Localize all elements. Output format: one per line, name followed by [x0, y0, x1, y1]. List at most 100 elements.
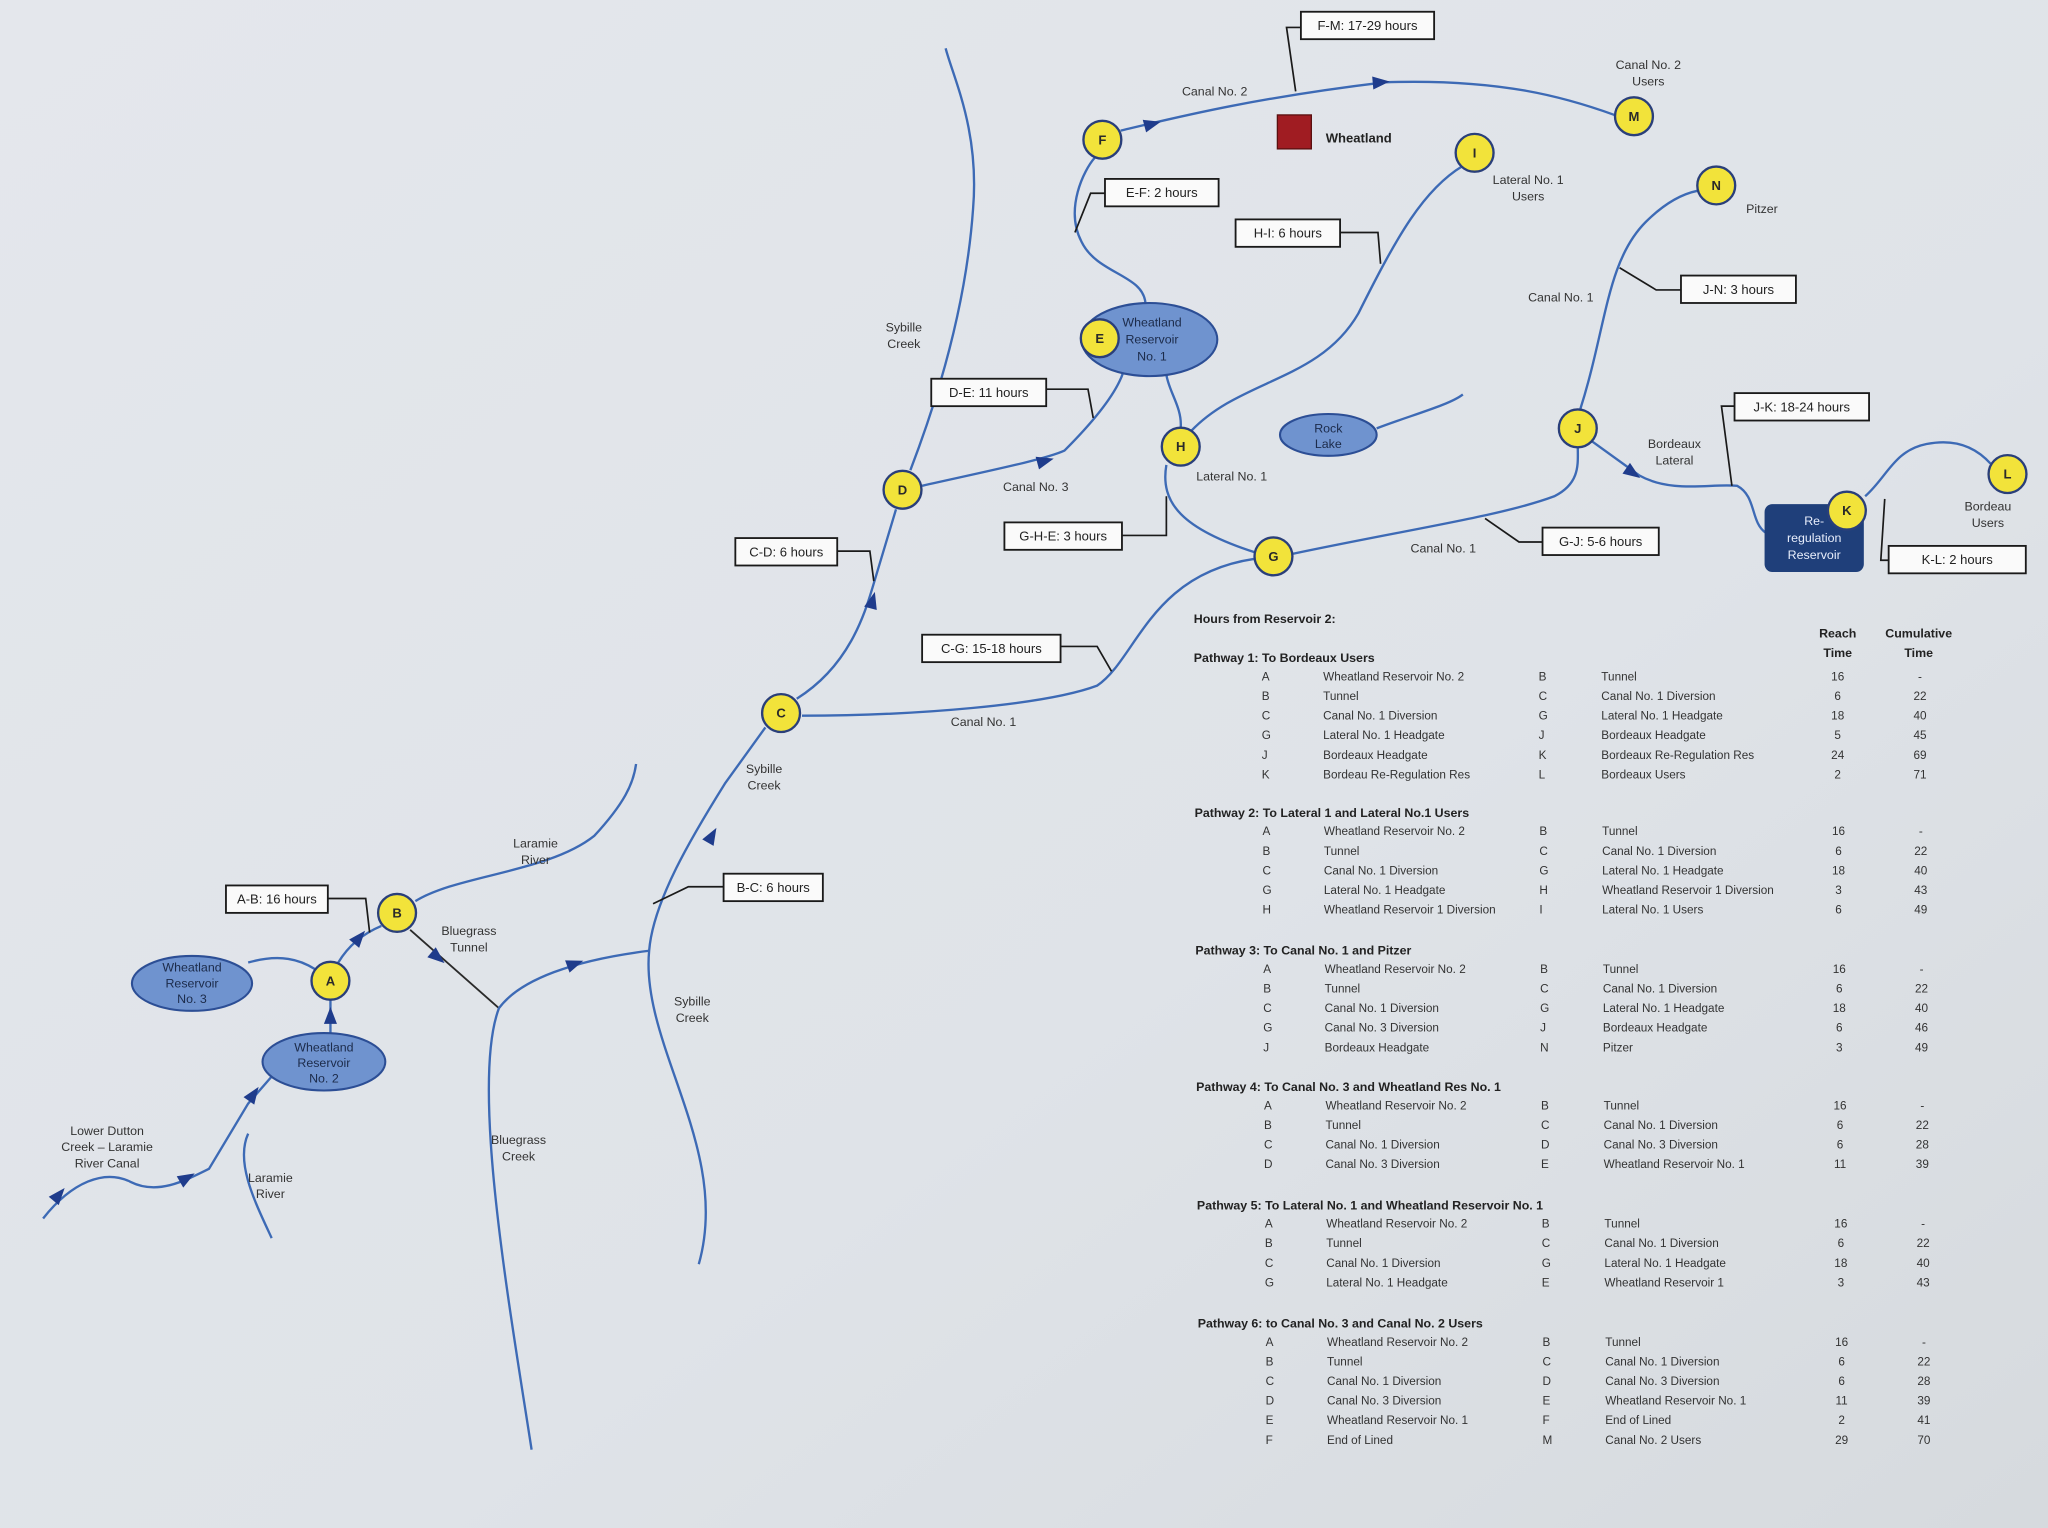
res3-to-a: [247, 956, 316, 971]
from-node: J: [1262, 749, 1268, 762]
from-name: Wheatland Reservoir No. 1: [1327, 1414, 1468, 1427]
cumulative-time: 22: [1914, 845, 1927, 858]
to-name: Tunnel: [1604, 1218, 1640, 1231]
to-name: Canal No. 1 Diversion: [1604, 1237, 1718, 1250]
lateral-1-h-to-i: [1190, 164, 1464, 432]
to-name: Tunnel: [1602, 825, 1638, 838]
to-node: E: [1542, 1276, 1550, 1289]
node-label: H: [1176, 439, 1185, 454]
from-node: C: [1262, 710, 1271, 723]
label-pitzer: Pitzer: [1746, 202, 1778, 216]
res3-label: Reservoir: [165, 976, 218, 990]
reach-time: 16: [1831, 670, 1845, 683]
cumulative-time: 70: [1917, 1434, 1931, 1447]
reach-time: 3: [1836, 1041, 1843, 1054]
label-bordeau-users: Users: [1972, 516, 2004, 530]
from-node: B: [1262, 690, 1270, 703]
wheatland-reservoir-3: Wheatland Reservoir No. 3: [130, 954, 254, 1012]
to-name: Lateral No. 1 Headgate: [1602, 864, 1724, 877]
to-node: D: [1541, 1139, 1550, 1152]
label-sybille-top: Sybille: [886, 321, 923, 335]
node-j: J: [1557, 408, 1598, 449]
leader-kl: [1879, 498, 1889, 562]
leader-ef: [1074, 192, 1105, 233]
pathway-title: Pathway 2: To Lateral 1 and Lateral No.1…: [1195, 806, 1470, 820]
node-b: B: [376, 892, 418, 933]
node-label: A: [326, 973, 336, 988]
label-canal1-mid: Canal No. 1: [1411, 541, 1477, 555]
to-node: C: [1539, 690, 1548, 703]
laramie-river-lower: [242, 1133, 273, 1239]
res1-label: Wheatland: [1122, 315, 1181, 329]
to-node: K: [1539, 749, 1547, 762]
node-e: E: [1079, 318, 1120, 359]
to-name: Bordeaux Headgate: [1601, 729, 1706, 742]
cumulative-time: 49: [1915, 1041, 1928, 1054]
to-name: Canal No. 3 Diversion: [1604, 1139, 1718, 1152]
label-sybille-mid: Creek: [748, 778, 782, 792]
cumulative-time: 41: [1917, 1414, 1930, 1427]
to-name: Canal No. 2 Users: [1605, 1434, 1701, 1447]
from-node: D: [1264, 1158, 1273, 1171]
reach-time: 6: [1835, 845, 1842, 858]
lower-dutton-canal: [42, 1072, 276, 1220]
reach-time: 6: [1836, 1022, 1843, 1035]
reach-time-header: Reach: [1819, 626, 1856, 640]
label-bordeaux-lateral: Lateral: [1656, 453, 1694, 467]
reach-time: 2: [1834, 768, 1841, 781]
table-title: Hours from Reservoir 2:: [1194, 612, 1336, 626]
to-node: L: [1539, 768, 1546, 781]
label-laramie-lower: River: [256, 1187, 285, 1201]
to-node: G: [1539, 710, 1548, 723]
to-node: G: [1540, 1002, 1549, 1015]
to-node: C: [1539, 845, 1548, 858]
reach-time: 6: [1838, 1355, 1845, 1368]
canal-1-c-to-g: [801, 557, 1255, 717]
from-node: G: [1263, 1022, 1272, 1035]
canal-1-j-to-n: [1579, 189, 1699, 410]
to-node: B: [1543, 1336, 1551, 1349]
from-node: B: [1263, 983, 1271, 996]
from-name: Bordeaux Headgate: [1323, 749, 1428, 762]
node-label: F: [1098, 132, 1106, 147]
to-name: Tunnel: [1601, 670, 1637, 683]
from-name: Canal No. 1 Diversion: [1323, 710, 1437, 723]
from-name: Lateral No. 1 Headgate: [1326, 1276, 1448, 1289]
node-label: E: [1095, 331, 1104, 346]
callout-bc: B-C: 6 hours: [722, 872, 824, 903]
from-node: C: [1264, 1139, 1273, 1152]
flow-arrow-icon: [349, 930, 366, 948]
callout-cg: C-G: 15-18 hours: [921, 633, 1062, 664]
to-name: Canal No. 1 Diversion: [1603, 983, 1717, 996]
to-name: Bordeaux Users: [1601, 768, 1685, 781]
from-name: Tunnel: [1325, 1119, 1361, 1132]
from-node: H: [1262, 904, 1271, 917]
reach-time: 2: [1838, 1414, 1845, 1427]
label-lower-dutton: River Canal: [75, 1157, 140, 1171]
cumulative-time: -: [1921, 1218, 1925, 1231]
node-label: K: [1842, 503, 1852, 518]
callout-text: J-K: 18-24 hours: [1754, 399, 1851, 414]
reach-time: 16: [1833, 963, 1847, 976]
leader-jk: [1720, 405, 1735, 486]
cumulative-time: 46: [1915, 1022, 1929, 1035]
reach-time: 16: [1835, 1336, 1849, 1349]
cumulative-time: -: [1922, 1336, 1926, 1349]
from-name: Wheatland Reservoir No. 2: [1327, 1336, 1468, 1349]
wheatland-town-marker: [1276, 114, 1312, 150]
cumulative-time: 43: [1914, 884, 1928, 897]
node-label: L: [2004, 467, 2012, 482]
leader-ab: [327, 897, 371, 933]
callout-text: H-I: 6 hours: [1254, 226, 1323, 241]
from-node: A: [1262, 825, 1270, 838]
node-h: H: [1160, 426, 1201, 467]
canal-1-g-to-j: [1292, 447, 1580, 555]
from-node: G: [1262, 884, 1271, 897]
